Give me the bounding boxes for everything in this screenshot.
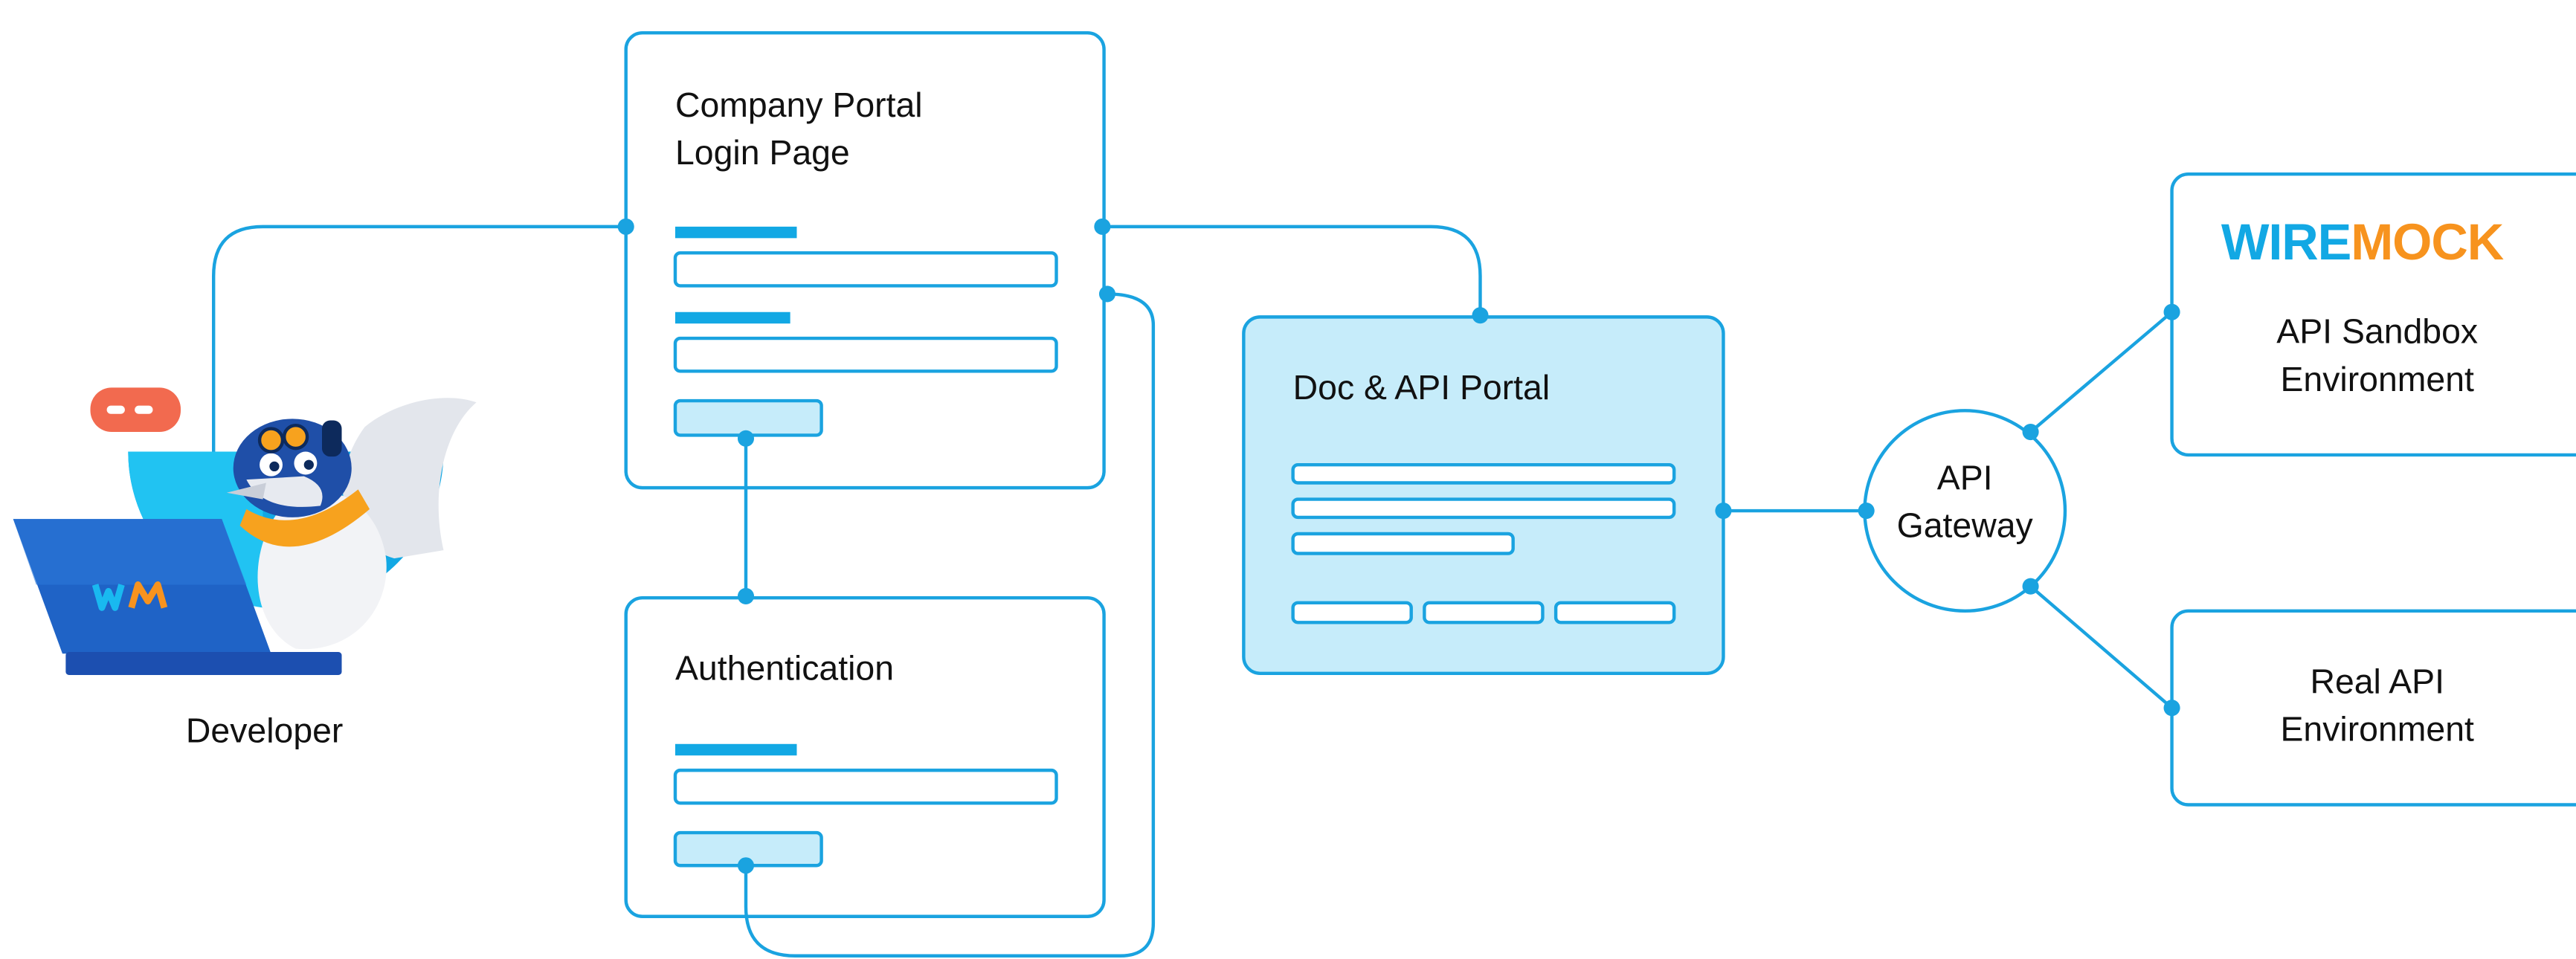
portal-line-2: [1291, 497, 1676, 520]
sandbox-label: API Sandbox Environment: [2276, 313, 2479, 399]
laptop-icon: [13, 519, 342, 675]
portal-tab-2: [1423, 601, 1545, 624]
junction-dot: [2022, 423, 2039, 441]
wm-logo-icon: [91, 581, 168, 611]
connector-login-portal: [1102, 225, 1482, 316]
junction-dot: [1098, 285, 1116, 303]
portal-line-3: [1291, 532, 1515, 555]
junction-dot: [1094, 218, 1111, 235]
junction-dot: [1858, 503, 1875, 520]
login-page-box: [624, 30, 1106, 490]
portal-line-1: [1291, 462, 1676, 485]
connector-developer-login: [211, 225, 626, 452]
auth-field: [673, 768, 1058, 805]
portal-tab-1: [1291, 601, 1413, 624]
login-page-title: Company Portal Login Page: [674, 87, 923, 172]
chat-bubble-icon: [90, 387, 181, 433]
real-api-label: Real API Environment: [2280, 663, 2474, 749]
junction-dot: [2163, 303, 2180, 320]
authentication-title: Authentication: [674, 650, 895, 688]
connector-gateway-real: [2029, 585, 2174, 709]
junction-dot: [737, 857, 755, 874]
doc-portal-title: Doc & API Portal: [1292, 369, 1551, 407]
junction-dot: [737, 587, 755, 604]
api-gateway-label: API Gateway: [1896, 459, 2033, 546]
wiremock-logo: WIREMOCK: [2221, 217, 2537, 268]
connector-gateway-sandbox: [2029, 311, 2173, 433]
login-submit-button: [673, 398, 823, 437]
junction-dot: [1472, 307, 1489, 324]
junction-dot: [2163, 700, 2180, 717]
junction-dot: [2022, 578, 2039, 595]
junction-dot: [737, 430, 755, 447]
portal-tab-3: [1553, 601, 1676, 624]
developer-label: Developer: [185, 712, 344, 751]
junction-dot: [1715, 503, 1732, 520]
login-password-field: [673, 336, 1058, 373]
login-username-label: [674, 226, 797, 239]
junction-dot: [617, 218, 634, 235]
authentication-box: [624, 595, 1106, 918]
connector-auth-return: [744, 292, 1156, 958]
brand-wire: WIRE: [2221, 213, 2351, 271]
auth-field-label: [674, 743, 797, 756]
login-username-field: [673, 251, 1058, 288]
login-password-label: [674, 311, 790, 324]
brand-mock: MOCK: [2351, 213, 2504, 271]
